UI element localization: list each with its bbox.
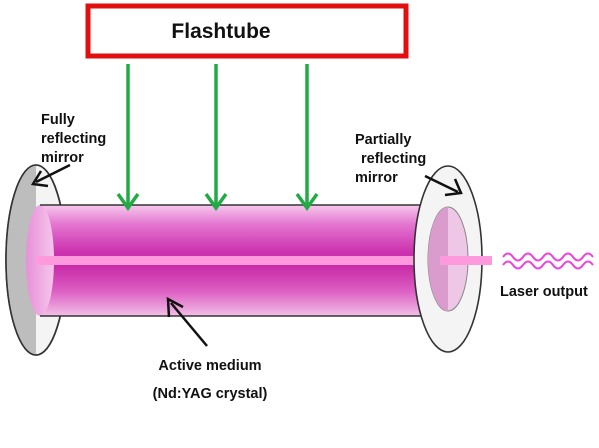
- pump-arrow-2: [204, 64, 228, 212]
- svg-text:reflecting: reflecting: [361, 151, 426, 167]
- svg-text:Active medium: Active medium: [158, 358, 261, 374]
- medium-pointer-arrow: [166, 296, 208, 347]
- laser-output-label: Laser output: [500, 284, 588, 300]
- active-medium-label: Active medium (Nd:YAG crystal): [153, 358, 268, 402]
- partially-reflecting-mirror-label: Partially reflecting mirror: [355, 132, 426, 186]
- svg-text:(Nd:YAG crystal): (Nd:YAG crystal): [153, 386, 268, 402]
- svg-text:reflecting: reflecting: [41, 131, 106, 147]
- svg-text:mirror: mirror: [355, 170, 398, 186]
- flashtube-label: Flashtube: [171, 20, 270, 43]
- svg-text:Fully: Fully: [41, 112, 75, 128]
- fully-reflecting-mirror-label: Fully reflecting mirror: [41, 112, 106, 166]
- right-mirror-pointer-arrow: [424, 174, 463, 197]
- pump-arrow-3: [295, 64, 319, 212]
- flashtube-box: [85, 3, 409, 59]
- laser-output-waves: [502, 252, 594, 270]
- svg-text:mirror: mirror: [41, 150, 84, 166]
- left-mirror-pointer-arrow: [30, 163, 71, 188]
- internal-beam: [36, 256, 456, 265]
- pump-arrows: [116, 64, 319, 212]
- pump-arrow-1: [116, 64, 140, 212]
- output-beam: [440, 256, 492, 265]
- svg-text:Partially: Partially: [355, 132, 411, 148]
